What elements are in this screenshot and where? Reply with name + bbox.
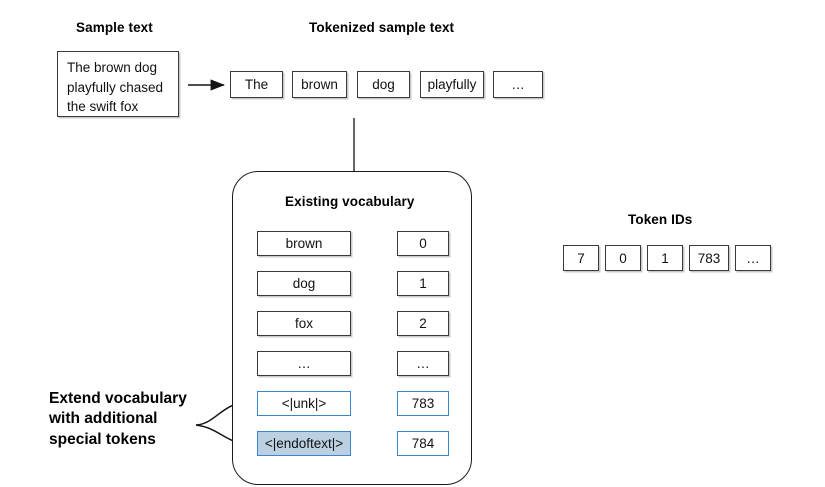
vocab-id-box-3: … (397, 351, 449, 376)
sample-text-box: The brown dog playfully chased the swift… (57, 51, 179, 117)
vocab-id-box-1: 1 (397, 271, 449, 296)
vocab-id-box-unk: 783 (397, 391, 449, 416)
sample-text-line-3: the swift fox (67, 99, 139, 115)
annotation-line-2: with additional (49, 410, 158, 428)
vocab-id-box-2: 2 (397, 311, 449, 336)
vocab-token-box-2: fox (257, 311, 351, 336)
token-box-3: playfully (420, 71, 484, 98)
token-box-0: The (230, 71, 283, 98)
token-id-box-4: … (735, 245, 771, 271)
token-ids-heading: Token IDs (628, 212, 693, 227)
annotation-line-1: Extend vocabulary (49, 390, 187, 407)
sample-text-line-1: The brown dog (67, 60, 158, 75)
existing-vocabulary-heading: Existing vocabulary (285, 194, 415, 209)
vocab-token-box-0: brown (257, 231, 351, 256)
vocab-token-box-1: dog (257, 271, 351, 296)
token-id-box-1: 0 (605, 245, 641, 271)
extend-vocabulary-annotation: Extend vocabulary with additional specia… (49, 389, 187, 450)
token-id-box-0: 7 (563, 245, 599, 271)
vocab-token-box-unk: <|unk|> (257, 391, 351, 416)
vocab-id-box-0: 0 (397, 231, 449, 256)
sample-text-heading: Sample text (76, 20, 153, 35)
annotation-line-3: special tokens (49, 430, 156, 448)
token-id-box-2: 1 (647, 245, 683, 271)
vocab-token-box-3: … (257, 351, 351, 376)
vocab-id-box-endoftext: 784 (397, 431, 449, 456)
token-id-box-3: 783 (689, 245, 729, 271)
token-box-1: brown (292, 71, 347, 98)
tokenized-text-heading: Tokenized sample text (309, 20, 455, 35)
sample-text-line-2: playfully chased (67, 79, 164, 95)
vocab-token-box-endoftext: <|endoftext|> (257, 431, 351, 456)
token-box-4: … (493, 71, 543, 98)
token-box-2: dog (357, 71, 410, 98)
